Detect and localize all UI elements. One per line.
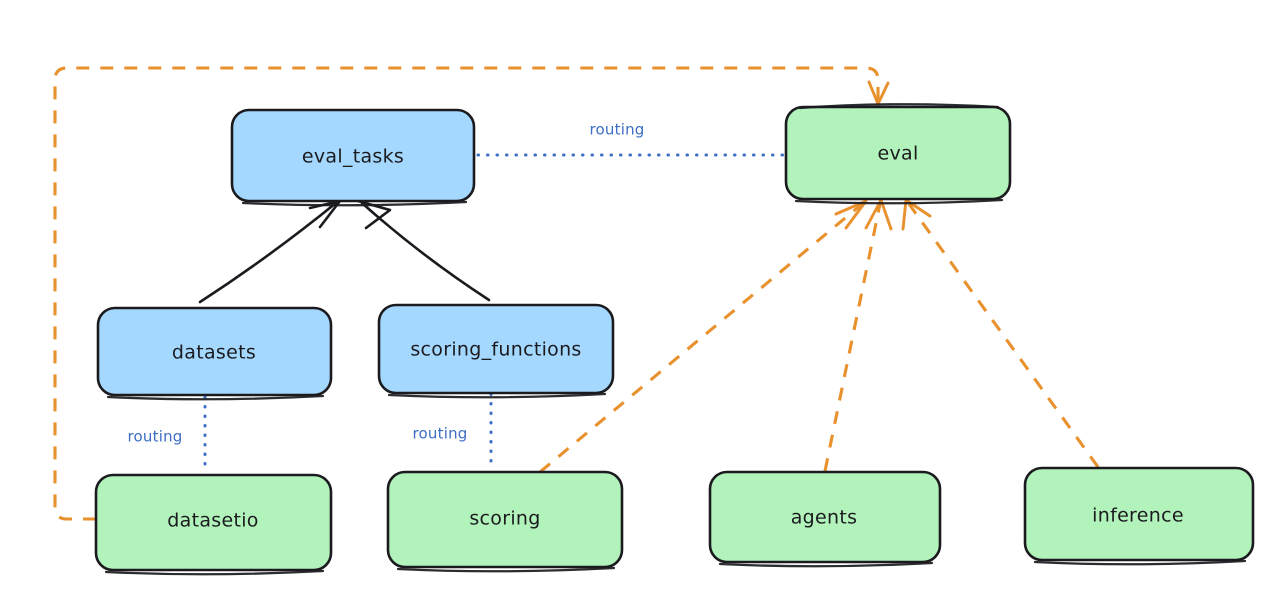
dashed-line-datasetio-eval [53, 66, 880, 521]
node-scoring[interactable]: scoring [386, 470, 624, 573]
node-datasetio-shape[interactable] [94, 473, 333, 572]
node-scoring-label: scoring [469, 508, 540, 530]
node-inference-label: inference [1092, 505, 1184, 527]
arrowhead-icon-scoring-eval [834, 199, 868, 230]
node-inference-shape[interactable] [1023, 466, 1255, 562]
node-datasets-label: datasets [172, 342, 256, 364]
node-eval_tasks[interactable]: eval_tasks [230, 108, 476, 207]
edge-label-routing-datasetio: routing [128, 428, 183, 446]
node-eval-sketch-underline [794, 198, 1004, 205]
node-agents[interactable]: agents [708, 470, 942, 568]
node-datasetio-sketch-underline [104, 569, 325, 576]
node-eval-sketch-topline [798, 103, 1000, 110]
node-eval_tasks-shape[interactable] [230, 108, 476, 203]
node-datasets-shape[interactable] [96, 306, 333, 397]
arrowhead-icon-inference-eval [901, 198, 932, 231]
solid-line-scoringfn-eval_tasks [360, 201, 491, 302]
node-scoring_functions-sketch-underline [387, 392, 607, 399]
node-scoring_functions[interactable]: scoring_functions [377, 303, 615, 399]
edge-label-routing-scoring: routing [413, 425, 468, 443]
node-scoring_functions-shape[interactable] [377, 303, 615, 395]
edge-inference-eval [901, 198, 1100, 468]
node-datasets-sketch-underline [106, 394, 325, 401]
node-datasetio[interactable]: datasetio [94, 473, 333, 576]
node-eval-label: eval [877, 143, 918, 165]
edge-scoring-eval [539, 199, 868, 474]
node-inference[interactable]: inference [1023, 466, 1255, 566]
edge-agents-eval [823, 198, 893, 472]
edge-label-routing-eval: routing [590, 121, 645, 139]
node-inference-sketch-underline [1033, 559, 1247, 566]
node-agents-shape[interactable] [708, 470, 942, 564]
node-scoring-shape[interactable] [386, 470, 624, 569]
node-eval-shape[interactable] [784, 105, 1012, 201]
node-eval[interactable]: eval [784, 103, 1012, 205]
dashed-line-inference-eval [907, 203, 1100, 468]
node-agents-label: agents [791, 507, 858, 529]
solid-line-datasets-eval_tasks [198, 201, 338, 304]
node-scoring_functions-label: scoring_functions [410, 339, 581, 361]
node-eval_tasks-sketch-underline [241, 200, 468, 207]
node-eval_tasks-label: eval_tasks [302, 146, 404, 168]
node-datasetio-label: datasetio [167, 510, 258, 532]
edge-scoring_functions-eval_tasks [356, 199, 491, 302]
node-scoring-sketch-underline [396, 566, 616, 573]
node-agents-sketch-underline [718, 561, 934, 568]
node-datasets[interactable]: datasets [96, 306, 333, 401]
edge-datasets-eval_tasks [198, 199, 342, 304]
dashed-line-agents-eval [823, 203, 882, 472]
